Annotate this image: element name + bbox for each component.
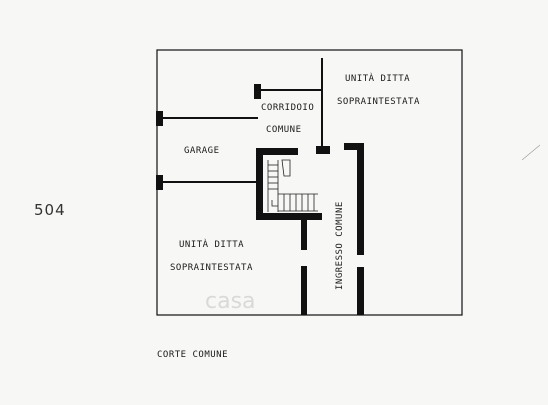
ingresso-left-wall-lower <box>301 266 307 315</box>
stair-wall-top <box>256 148 298 155</box>
ingresso-right-wall-lower <box>357 267 364 315</box>
label-garage: GARAGE <box>184 146 220 156</box>
label-unita-bottom-line2: SOPRAINTESTATA <box>170 263 253 273</box>
label-ingresso: INGRESSO COMUNE <box>335 201 345 290</box>
corridoio-wall-stub <box>254 84 261 99</box>
ingresso-left-wall-upper <box>301 220 307 250</box>
label-unita-top-line2: SOPRAINTESTATA <box>337 97 420 107</box>
corridoio-door-jamb <box>316 146 330 154</box>
ingresso-right-wall-cap <box>344 143 364 150</box>
scan-speck <box>521 144 541 161</box>
stair-wall-bottom <box>256 213 322 220</box>
garage-wall-stub-top <box>156 111 163 126</box>
label-corte: CORTE COMUNE <box>157 350 228 360</box>
sheet-number: 504 <box>34 201 66 219</box>
label-corridoio-line1: CORRIDOIO <box>261 103 314 113</box>
label-corridoio-line2: COMUNE <box>266 125 302 135</box>
ingresso-right-wall-upper <box>357 143 364 255</box>
watermark: casa <box>205 289 256 314</box>
stair-wall-left <box>256 148 263 220</box>
label-unita-top-line1: UNITÀ DITTA <box>345 72 410 84</box>
label-unita-bottom-line1: UNITÀ DITTA <box>179 238 244 250</box>
staircase <box>267 159 318 212</box>
garage-wall-stub-bottom <box>156 175 163 190</box>
